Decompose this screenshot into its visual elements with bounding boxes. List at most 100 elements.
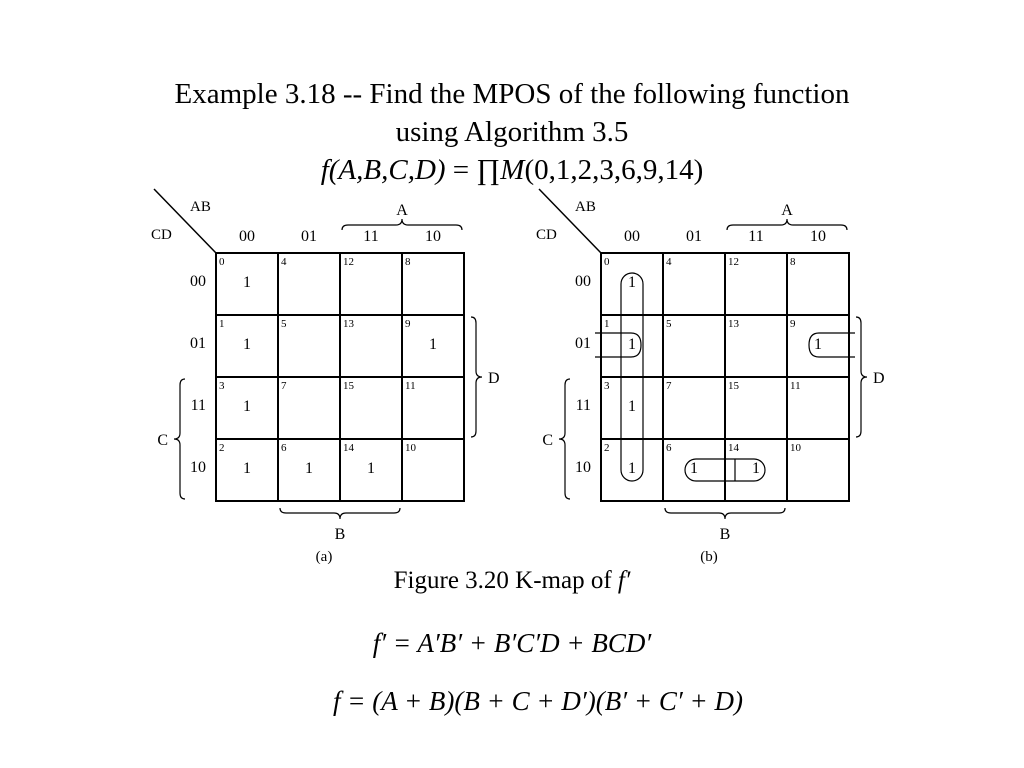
equation-f: f = (A + B)(B + C + D′)(B′ + C′ + D) [26,686,1024,716]
title-line-2: using Algorithm 3.5 [395,116,629,148]
function-lhs: f(A,B,C,D) [320,154,446,186]
kmap-a-brace-d-label: D [488,370,500,387]
kmap-a-cell-index: 9 [405,318,411,330]
kmap-a-brace-b [279,507,401,520]
kmap-a-cell-index: 3 [219,380,225,392]
kmap-b-group-bcd-prime [684,458,766,482]
title-line-1: Example 3.18 -- Find the MPOS of the fol… [174,78,850,110]
kmap-a-cell-value: 1 [305,460,313,477]
equation-f-text: f = (A + B)(B + C + D′)(B′ + C′ + D) [333,686,743,716]
kmap-b-var-cd-label: CD [536,227,557,243]
kmap-b-brace-d-label: D [873,370,885,387]
kmap-a-row-header: 11 [191,397,206,414]
kmap-a-cell-index: 4 [281,256,287,268]
kmap-b-cell-value: 1 [690,460,698,477]
kmap-b-cell-index: 6 [666,442,672,454]
kmap-a-cell-value: 1 [243,336,251,353]
kmap-a-cell-index: 6 [281,442,287,454]
equation-fprime-text: f′ = A′B′ + B′C′D + BCD′ [372,628,652,658]
kmap-a-brace-c-label: C [157,432,168,449]
kmap-a-col-header: 11 [363,228,378,245]
kmap-a-cell-index: 11 [405,380,416,392]
kmap-b-brace-b-label: B [720,526,731,543]
kmap-b-cell-index: 12 [728,256,739,268]
kmap-b-cell-value: 1 [628,274,636,291]
kmap-a-cell-index: 5 [281,318,287,330]
kmap-a-brace-c [173,378,186,500]
kmap-a-cell-value: 1 [243,274,251,291]
kmap-a-cell-value: 1 [429,336,437,353]
kmap-a-col-header: 01 [301,228,317,245]
maxterm-symbol: M [500,154,525,186]
kmap-b-row-header: 11 [576,397,591,414]
equation-fprime: f′ = A′B′ + B′C′D + BCD′ [0,628,1024,658]
kmap-b-cell-index: 2 [604,442,610,454]
kmap-b-cell-index: 11 [790,380,801,392]
figure-caption: Figure 3.20 K-map of f′ [0,566,1024,596]
kmap-b-cell-value: 1 [752,460,760,477]
kmap-b-cell-index: 10 [790,442,802,454]
kmap-b-cell-index: 4 [666,256,672,268]
kmap-b-row-header: 00 [575,273,591,290]
kmap-b-cell-index: 5 [666,318,672,330]
kmap-b-cell-index: 15 [728,380,740,392]
kmap-b-cell-index: 0 [604,256,610,268]
kmap-b-cell-index: 13 [728,318,740,330]
kmap-a-row-header: 01 [190,335,206,352]
kmap-b-group-b-prime-c-prime-d-right [808,332,855,358]
caption-fprime: f′ [617,567,631,594]
kmap-a-cell-index: 10 [405,442,417,454]
kmap-b-col-header: 00 [624,228,640,245]
kmap-a-col-header: 10 [425,228,441,245]
kmap-b-cell-index: 1 [604,318,610,330]
kmap-a-var-cd-label: CD [151,227,172,243]
caption-text: Figure 3.20 K-map of [393,567,618,594]
kmap-a-row-header: 00 [190,273,206,290]
kmap-b-brace-c-label: C [542,432,553,449]
kmap-b-cell-index: 3 [604,380,610,392]
kmap-b-group-b-prime-c-prime-d-left [595,332,642,358]
kmap-b-cell-value: 1 [628,398,636,415]
kmap-a-cell-index: 14 [343,442,355,454]
kmap-b-col-header: 11 [748,228,763,245]
kmap-a-cell-index: 7 [281,380,287,392]
kmap-a-cell-index: 1 [219,318,225,330]
kmap-b-sublabel: (b) [700,549,718,565]
kmap-a-var-ab-label: AB [190,199,211,215]
kmap-b-brace-c [558,378,571,500]
kmap-b-brace-a-label: A [781,202,793,219]
kmap-a-brace-a-label: A [396,202,408,219]
kmap-a-cell-index: 2 [219,442,225,454]
title-function: f(A,B,C,D) = ∏M(0,1,2,3,6,9,14) [0,152,1024,188]
kmap-a-corner-diagonal [153,188,217,254]
kmap-b-cell-value: 1 [628,460,636,477]
kmap-b-group-a-prime-b-prime [620,272,644,482]
kmap-b-cell-index: 14 [728,442,740,454]
kmap-b-brace-b [664,507,786,520]
kmap-b-col-header: 01 [686,228,702,245]
kmap-b-cell-value: 1 [814,336,822,353]
kmap-a-col-header: 00 [239,228,255,245]
kmap-a-cell-index: 13 [343,318,355,330]
kmap-b-cell-value: 1 [628,336,636,353]
kmap-b-cell-index: 9 [790,318,796,330]
kmap-b-brace-d [855,316,868,438]
kmap-b-cell-index: 8 [790,256,796,268]
kmap-b-row-header: 10 [575,459,591,476]
kmap-a-brace-d [470,316,483,438]
kmap-a-cell-index: 8 [405,256,411,268]
kmap-a-cell-value: 1 [243,398,251,415]
kmap-a-row-header: 10 [190,459,206,476]
product-operator: = ∏ [445,154,501,186]
kmap-b-cell-index: 7 [666,380,672,392]
kmap-a-cell-index: 15 [343,380,355,392]
kmap-a-cell-value: 1 [243,460,251,477]
kmap-a-brace-b-label: B [335,526,346,543]
kmap-b-col-header: 10 [810,228,826,245]
kmap-a-cell-index: 12 [343,256,354,268]
kmap-b-var-ab-label: AB [575,199,596,215]
kmap-b-row-header: 01 [575,335,591,352]
kmap-a-brace-a [341,218,463,231]
kmap-a-sublabel: (a) [316,549,333,565]
